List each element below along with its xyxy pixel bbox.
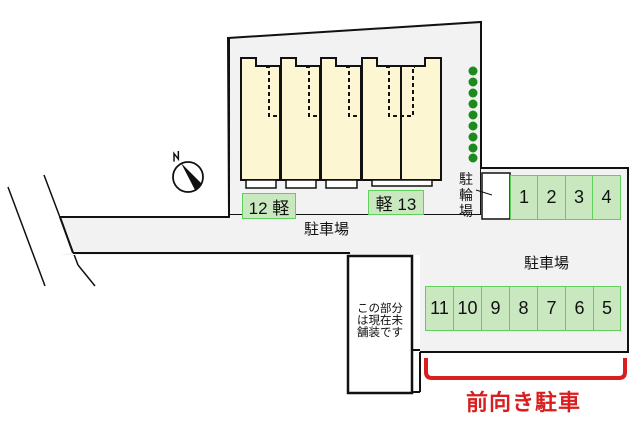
unpaved-area [346,254,414,395]
slot-label: 12 軽 [248,198,290,218]
slot-number: 7 [546,298,557,318]
parking-slot-11: 11 [425,286,454,331]
bicycle-parking-label: 駐輪場 [459,172,473,220]
parking-slot-10: 10 [453,286,482,331]
parking-slot-2: 2 [537,175,566,220]
parking-slot-5: 5 [593,286,621,331]
slot-number: 6 [574,298,585,318]
slot-number: 2 [546,187,557,207]
slot-number: 3 [573,187,584,207]
parking-lot-label-right: 駐車場 [524,254,570,272]
slot-number: 1 [518,187,529,207]
slot-number: 9 [490,298,501,318]
slot-number: 5 [601,298,612,318]
apartment-building [240,57,442,181]
road-line-left [7,186,46,287]
parking-slot-3: 3 [565,175,593,220]
parking-slot-8: 8 [509,286,538,331]
tree-row [468,66,478,163]
slot-number: 11 [430,298,449,318]
parking-lot-label-main: 駐車場 [304,220,350,238]
note-line: は現在未 [357,313,403,327]
north-arrow-icon [172,151,204,193]
parking-slot-7: 7 [537,286,566,331]
slot-number: 8 [518,298,529,318]
parking-slot-13: 軽 13 [368,190,424,215]
unpaved-note: この部分 は現在未 舗装です [351,302,409,338]
parking-slot-9: 9 [481,286,510,331]
parking-slot-1: 1 [510,175,538,220]
note-line: 舗装です [357,325,403,339]
front-facing-parking-label: 前向き駐車 [466,391,582,416]
parking-slot-12: 12 軽 [242,193,296,219]
parking-slot-6: 6 [565,286,594,331]
bicycle-parking-area [481,172,511,220]
parking-slot-4: 4 [592,175,621,220]
note-line: この部分 [357,301,403,315]
slot-label: 軽 13 [375,195,417,214]
front-facing-bracket [424,358,627,380]
slot-number: 4 [601,187,612,207]
slot-number: 10 [457,298,478,318]
